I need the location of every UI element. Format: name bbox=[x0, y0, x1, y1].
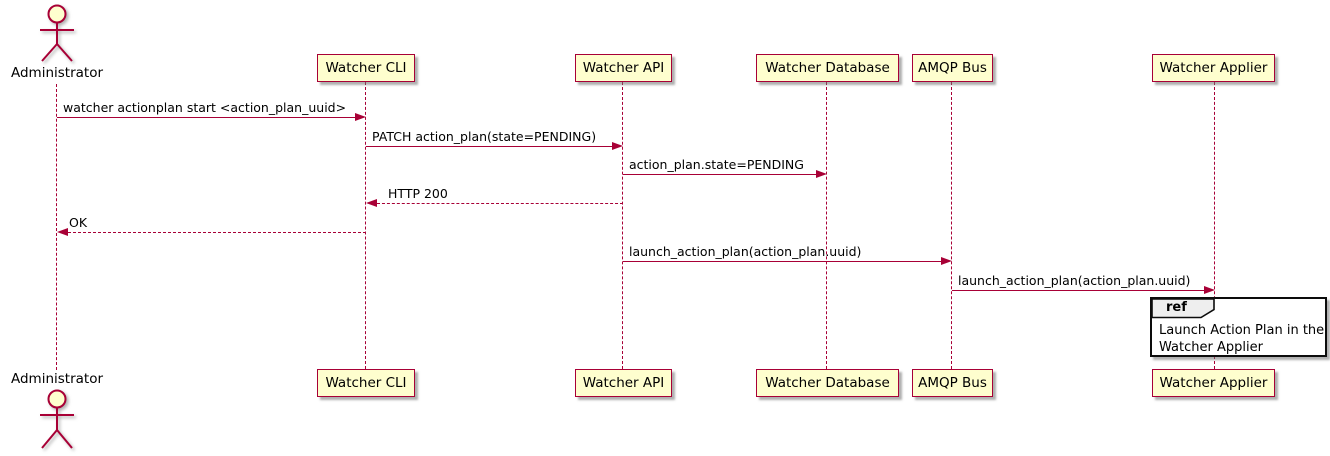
ref-fragment: ref Launch Action Plan in the Watcher Ap… bbox=[1150, 297, 1327, 357]
participant-box-watcher-applier-bottom: Watcher Applier bbox=[1152, 369, 1275, 397]
message-line-6 bbox=[623, 261, 941, 262]
participant-box-watcher-database-top: Watcher Database bbox=[756, 54, 899, 82]
ref-header-pentagon-icon bbox=[1151, 298, 1215, 319]
message-arrowhead-4 bbox=[366, 199, 377, 207]
administrator-actor-icon-bottom bbox=[40, 389, 74, 449]
message-label-6: launch_action_plan(action_plan.uuid) bbox=[629, 244, 862, 259]
message-line-5 bbox=[68, 232, 366, 233]
message-label-3: action_plan.state=PENDING bbox=[629, 157, 804, 172]
participant-box-watcher-applier-top: Watcher Applier bbox=[1152, 54, 1275, 82]
lifeline-watcher-applier bbox=[1214, 82, 1215, 369]
message-line-4 bbox=[377, 203, 623, 204]
lifeline-watcher-database bbox=[826, 82, 827, 369]
message-label-1: watcher actionplan start <action_plan_uu… bbox=[63, 100, 347, 115]
participant-box-amqp-bus-bottom: AMQP Bus bbox=[912, 369, 993, 397]
lifeline-amqp-bus bbox=[951, 82, 952, 369]
participant-box-watcher-api-bottom: Watcher API bbox=[575, 369, 672, 397]
participant-label-administrator-bottom: Administrator bbox=[10, 371, 104, 387]
message-arrowhead-7 bbox=[1204, 286, 1215, 294]
message-arrowhead-3 bbox=[816, 170, 827, 178]
participant-label-administrator-top: Administrator bbox=[10, 65, 104, 81]
participant-box-watcher-database-bottom: Watcher Database bbox=[756, 369, 899, 397]
message-arrowhead-6 bbox=[941, 257, 952, 265]
message-arrowhead-1 bbox=[355, 113, 366, 121]
participant-box-watcher-api-top: Watcher API bbox=[575, 54, 672, 82]
message-line-3 bbox=[623, 174, 816, 175]
message-line-7 bbox=[952, 290, 1204, 291]
message-label-7: launch_action_plan(action_plan.uuid) bbox=[958, 273, 1191, 288]
message-arrowhead-5 bbox=[57, 228, 68, 236]
participant-box-watcher-cli-bottom: Watcher CLI bbox=[317, 369, 415, 397]
participant-box-amqp-bus-top: AMQP Bus bbox=[912, 54, 993, 82]
message-label-2: PATCH action_plan(state=PENDING) bbox=[372, 129, 597, 144]
ref-body-text: Launch Action Plan in the Watcher Applie… bbox=[1159, 323, 1325, 355]
lifeline-watcher-api bbox=[622, 82, 623, 369]
message-label-4: HTTP 200 bbox=[388, 186, 448, 201]
message-line-1 bbox=[57, 117, 356, 118]
participant-box-watcher-cli-top: Watcher CLI bbox=[317, 54, 415, 82]
lifeline-watcher-cli bbox=[365, 82, 366, 369]
lifeline-administrator bbox=[56, 84, 57, 370]
ref-header-label: ref bbox=[1166, 300, 1187, 315]
message-arrowhead-2 bbox=[612, 142, 623, 150]
message-line-2 bbox=[366, 146, 612, 147]
administrator-actor-icon bbox=[40, 4, 74, 62]
message-label-5: OK bbox=[69, 215, 88, 230]
